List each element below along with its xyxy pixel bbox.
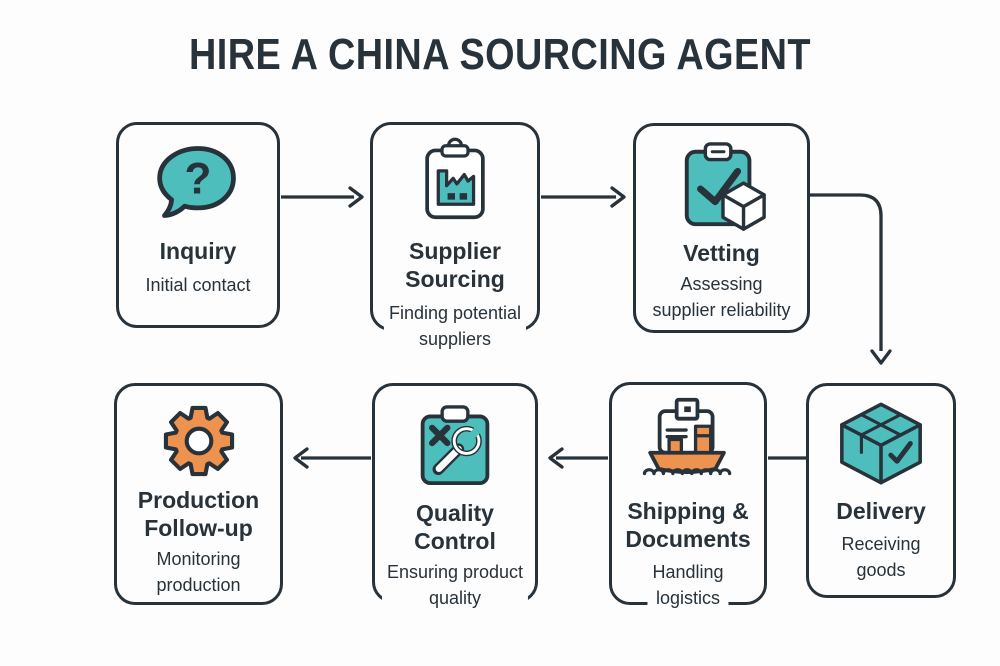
step-title: Vetting (683, 240, 760, 266)
wrench-glyph (432, 425, 482, 476)
step-card-inquiry: ? Inquiry Initial contact (116, 122, 280, 328)
step-title: Supplier Sourcing (405, 238, 505, 292)
step-subtitle: Monitoring production (156, 549, 241, 595)
delivery-box-check-icon (840, 402, 922, 485)
cargo-ship-documents-icon (642, 397, 732, 476)
step-card-vetting: Vetting Assessing supplier reliability (633, 123, 810, 333)
arrow-vetting-to-delivery (810, 193, 892, 365)
step-subtitle: Ensuring product quality (381, 559, 529, 611)
clipboard-check-cube-icon (684, 142, 766, 231)
step-card-delivery: Delivery Receiving goods (806, 383, 956, 598)
step-subtitle: Initial contact (145, 275, 251, 295)
clipboard-factory-icon (425, 137, 485, 220)
step-card-shipping-documents: Shipping & Documents Handling logistics (609, 382, 767, 611)
gear-icon (163, 405, 234, 477)
clipboard-x-wrench-icon (420, 405, 490, 485)
arrow-inquiry-to-sourcing (281, 186, 364, 208)
arrow-sourcing-to-vetting (541, 186, 626, 208)
step-title: Shipping & Documents (625, 498, 751, 552)
step-title: Production Follow-up (137, 487, 260, 541)
arrow-shipping-to-quality (548, 447, 608, 469)
step-card-quality-control: Quality Control Ensuring product quality (372, 383, 538, 611)
step-title: Quality Control (414, 500, 496, 554)
question-speech-bubble-icon: ? (157, 146, 236, 218)
step-subtitle: Finding potential suppliers (383, 300, 527, 352)
step-subtitle: Receiving goods (841, 534, 921, 580)
page-title: HIRE A CHINA SOURCING AGENT (189, 30, 811, 79)
step-subtitle: Handling logistics (647, 559, 729, 611)
step-card-supplier-sourcing: Supplier Sourcing Finding potential supp… (370, 122, 540, 352)
step-title: Delivery (836, 498, 926, 524)
step-title: Inquiry (159, 238, 237, 264)
step-subtitle: Assessing supplier reliability (652, 274, 791, 320)
question-mark-glyph: ? (185, 155, 212, 204)
arrow-quality-to-production (293, 447, 371, 469)
step-card-production-follow-up: Production Follow-up Monitoring producti… (114, 383, 283, 605)
